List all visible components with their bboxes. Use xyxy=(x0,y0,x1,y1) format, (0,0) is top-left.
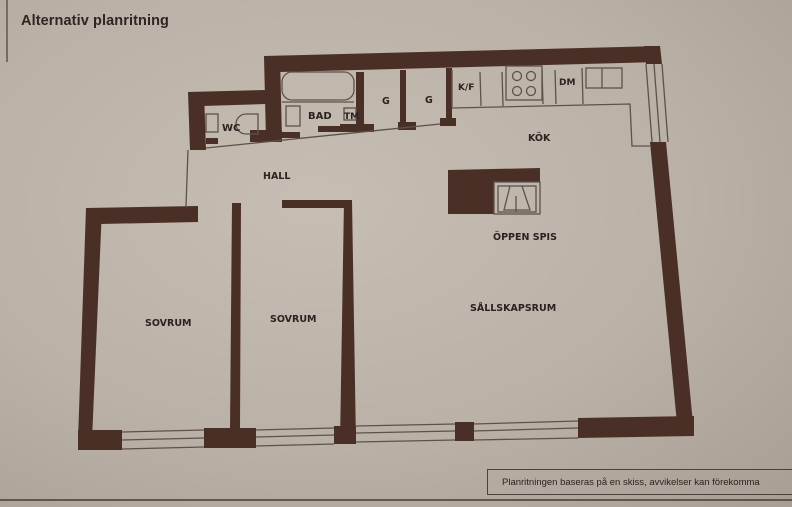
label-dm: DM xyxy=(559,78,575,88)
page-edge-line xyxy=(6,0,8,62)
fireplace-hearth xyxy=(493,181,541,215)
wc-sink xyxy=(205,113,219,133)
bathtub xyxy=(281,71,355,101)
wall-bad-left xyxy=(264,56,282,140)
stove xyxy=(505,65,543,101)
wall-bottom-right xyxy=(578,416,694,438)
label-g1: G xyxy=(382,96,390,107)
wall-wc-top xyxy=(188,90,266,106)
wall-wc-left xyxy=(188,92,206,150)
room-labels: WC BAD TM G G K/F DM KÖK HALL ÖPPEN SPIS… xyxy=(145,78,575,329)
label-tm: TM xyxy=(344,112,359,122)
wall-right xyxy=(650,142,694,434)
disclaimer-box: Planritningen baseras på en skiss, avvik… xyxy=(487,469,792,495)
bottom-rule xyxy=(0,499,792,501)
toilet xyxy=(235,113,259,135)
label-kf: K/F xyxy=(458,83,474,93)
label-sovrum-1: SOVRUM xyxy=(145,318,192,329)
label-sovrum-2: SOVRUM xyxy=(270,314,317,325)
wall-bedroom-divider xyxy=(230,203,241,430)
label-hall: HALL xyxy=(263,171,290,182)
wall-sovrum1-top xyxy=(86,206,198,224)
wall-sovrum1-left xyxy=(78,208,102,440)
label-g2: G xyxy=(425,95,433,106)
label-kok: KÖK xyxy=(528,133,551,144)
wall-top xyxy=(264,46,660,72)
wall-sovrum2-top xyxy=(282,200,352,208)
wall-sovrum2-right xyxy=(340,200,356,444)
label-oppen-spis: ÖPPEN SPIS xyxy=(493,232,557,243)
wall-g1-right xyxy=(400,70,406,128)
label-wc: WC xyxy=(222,123,240,134)
label-sallskapsrum: SÅLLSKAPSRUM xyxy=(470,303,556,314)
label-bad: BAD xyxy=(308,111,332,122)
fixtures xyxy=(121,63,669,450)
kitchen-sink xyxy=(585,67,623,89)
page-title: Alternativ planritning xyxy=(21,13,170,29)
wall-g1-left xyxy=(356,72,364,132)
wall-g2-right xyxy=(446,68,452,124)
bottom-windows xyxy=(121,420,579,450)
